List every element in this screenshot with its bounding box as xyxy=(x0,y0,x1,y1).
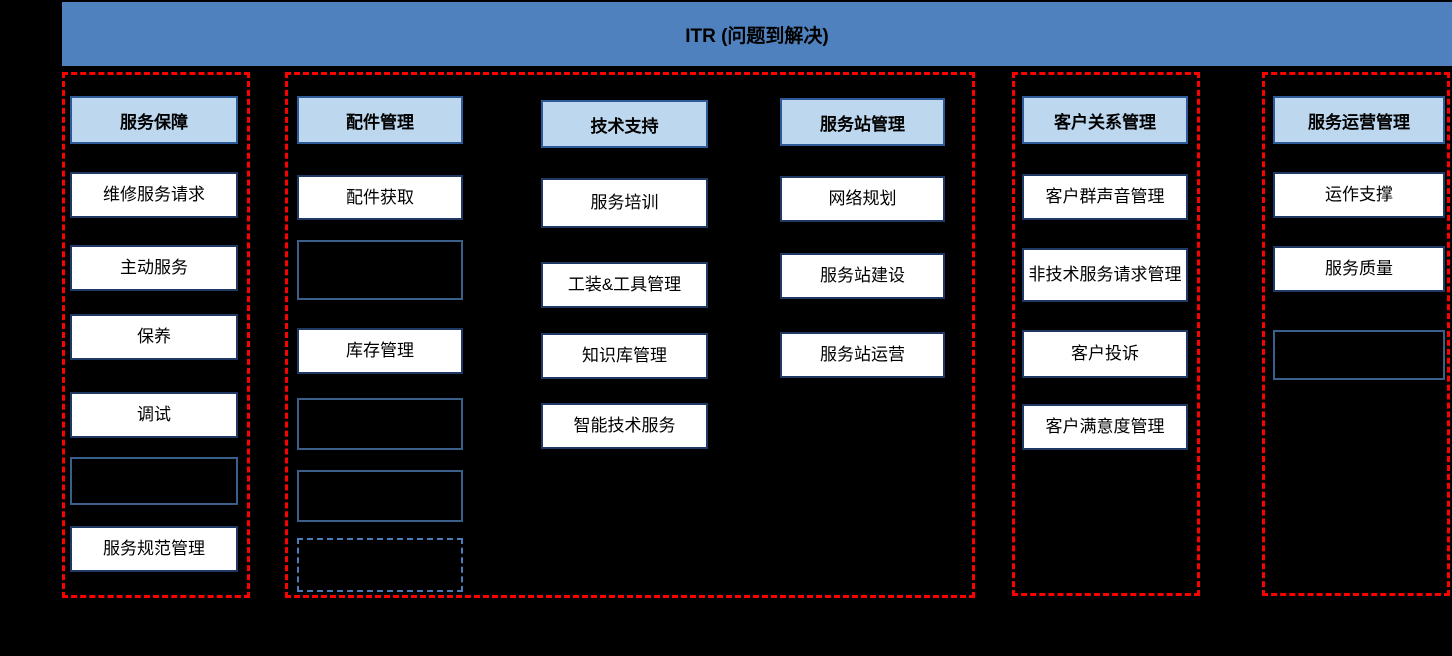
item-box-customer-voice-management: 客户群声音管理 xyxy=(1022,174,1188,220)
item-box-commissioning: 调试 xyxy=(70,392,238,438)
column-parts-management: 配件管理 配件获取 库存管理 xyxy=(297,75,463,595)
item-box-empty xyxy=(1273,330,1445,380)
item-box-service-training: 服务培训 xyxy=(541,178,708,228)
item-box-proactive-service: 主动服务 xyxy=(70,245,238,291)
item-box-intelligent-tech-service: 智能技术服务 xyxy=(541,403,708,449)
item-box-customer-complaints: 客户投诉 xyxy=(1022,330,1188,378)
item-box-inventory-management: 库存管理 xyxy=(297,328,463,374)
item-box-empty-dashed xyxy=(297,538,463,592)
column-header: 服务保障 xyxy=(70,96,238,144)
column-service-operations: 服务运营管理 运作支撑 服务质量 xyxy=(1273,75,1445,593)
item-box-operation-support: 运作支撑 xyxy=(1273,172,1445,218)
column-service-assurance: 服务保障 维修服务请求 主动服务 保养 调试 服务规范管理 xyxy=(70,75,238,595)
title-bar: ITR (问题到解决) xyxy=(62,2,1452,66)
item-box-knowledge-base-management: 知识库管理 xyxy=(541,333,708,379)
column-header: 服务站管理 xyxy=(780,98,945,146)
group-frame-service-operations: 服务运营管理 运作支撑 服务质量 xyxy=(1262,72,1450,596)
item-box-tooling-management: 工装&工具管理 xyxy=(541,262,708,308)
column-service-station-management: 服务站管理 网络规划 服务站建设 服务站运营 xyxy=(780,75,945,595)
group-frame-service-assurance: 服务保障 维修服务请求 主动服务 保养 调试 服务规范管理 xyxy=(62,72,250,598)
item-box-maintenance: 保养 xyxy=(70,314,238,360)
item-box-nontech-service-request: 非技术服务请求管理 xyxy=(1022,248,1188,302)
item-box-station-construction: 服务站建设 xyxy=(780,253,945,299)
item-box-service-spec-management: 服务规范管理 xyxy=(70,526,238,572)
group-frame-parts-tech-station: 配件管理 配件获取 库存管理 技术支持 服务培训 工装&工具管理 知识库管理 智… xyxy=(285,72,975,598)
column-header: 客户关系管理 xyxy=(1022,96,1188,144)
column-header: 配件管理 xyxy=(297,96,463,144)
column-customer-relationship: 客户关系管理 客户群声音管理 非技术服务请求管理 客户投诉 客户满意度管理 xyxy=(1022,75,1188,593)
item-box-service-quality: 服务质量 xyxy=(1273,246,1445,292)
item-box-empty xyxy=(297,470,463,522)
item-box-repair-service-request: 维修服务请求 xyxy=(70,172,238,218)
item-box-parts-acquisition: 配件获取 xyxy=(297,175,463,220)
item-box-empty xyxy=(70,457,238,505)
item-box-customer-satisfaction: 客户满意度管理 xyxy=(1022,404,1188,450)
item-box-network-planning: 网络规划 xyxy=(780,176,945,222)
item-box-station-operations: 服务站运营 xyxy=(780,332,945,378)
column-technical-support: 技术支持 服务培训 工装&工具管理 知识库管理 智能技术服务 xyxy=(541,75,708,595)
item-box-empty xyxy=(297,398,463,450)
column-header: 服务运营管理 xyxy=(1273,96,1445,144)
title-bar-label: ITR (问题到解决) xyxy=(685,25,829,47)
item-box-empty xyxy=(297,240,463,300)
column-header: 技术支持 xyxy=(541,100,708,148)
group-frame-customer-relationship: 客户关系管理 客户群声音管理 非技术服务请求管理 客户投诉 客户满意度管理 xyxy=(1012,72,1200,596)
